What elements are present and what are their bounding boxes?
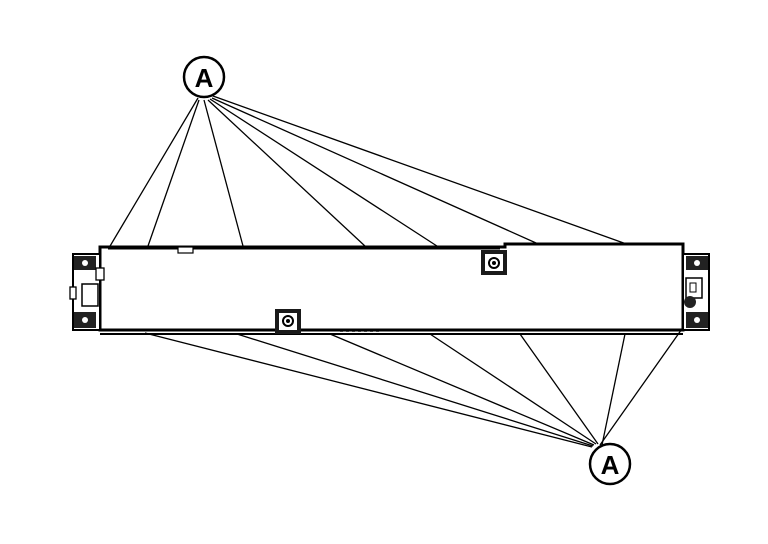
bottom-leader-line-7 (144, 332, 593, 448)
left-end-bracket (69, 253, 105, 331)
component-body (69, 242, 710, 335)
top-bracket-bolt (488, 257, 500, 269)
top-leader-line-4 (207, 99, 367, 248)
right-upper-mount-hole (694, 260, 700, 266)
top-leader-lines (77, 95, 633, 301)
top-leader-line-2 (147, 99, 200, 247)
component-outline (98, 242, 685, 332)
bottom-leader-line-5 (329, 333, 595, 446)
left-upper-mount-hole (82, 260, 88, 266)
top-mounting-bracket (481, 250, 507, 275)
bottom-leader-line-4 (429, 333, 597, 445)
bottom-leader-lines (144, 291, 709, 448)
callout-a-top-label: A (195, 63, 214, 93)
bottom-leader-line-2 (601, 333, 626, 446)
bottom-mounting-bracket (275, 309, 301, 334)
bottom-bracket-bolt (282, 315, 294, 327)
top-leader-line-3 (203, 99, 244, 247)
bottom-leader-line-3 (519, 333, 599, 445)
callout-a-top-circle (182, 55, 226, 99)
left-lower-mount-hole (82, 317, 88, 323)
top-leader-line-5 (209, 98, 441, 249)
left-connector-tab (95, 267, 105, 281)
right-round-grommet (684, 296, 696, 308)
bottom-leader-line-6 (236, 333, 594, 447)
callout-a-top: A (182, 55, 226, 99)
left-side-clip (69, 286, 77, 300)
top-leader-line-7 (212, 95, 633, 247)
callout-a-bottom-label: A (601, 450, 620, 480)
callout-a-bottom: A (588, 442, 632, 486)
right-connector-pin (689, 282, 697, 293)
top-leader-line-6 (211, 97, 546, 248)
right-lower-mount-hole (694, 317, 700, 323)
top-bracket-bolt-center (492, 261, 496, 265)
right-end-bracket (682, 253, 710, 331)
top-small-tab (177, 246, 194, 254)
callout-a-bottom-circle (588, 442, 632, 486)
left-connector-block (81, 283, 99, 307)
bottom-bracket-bolt-center (286, 319, 290, 323)
